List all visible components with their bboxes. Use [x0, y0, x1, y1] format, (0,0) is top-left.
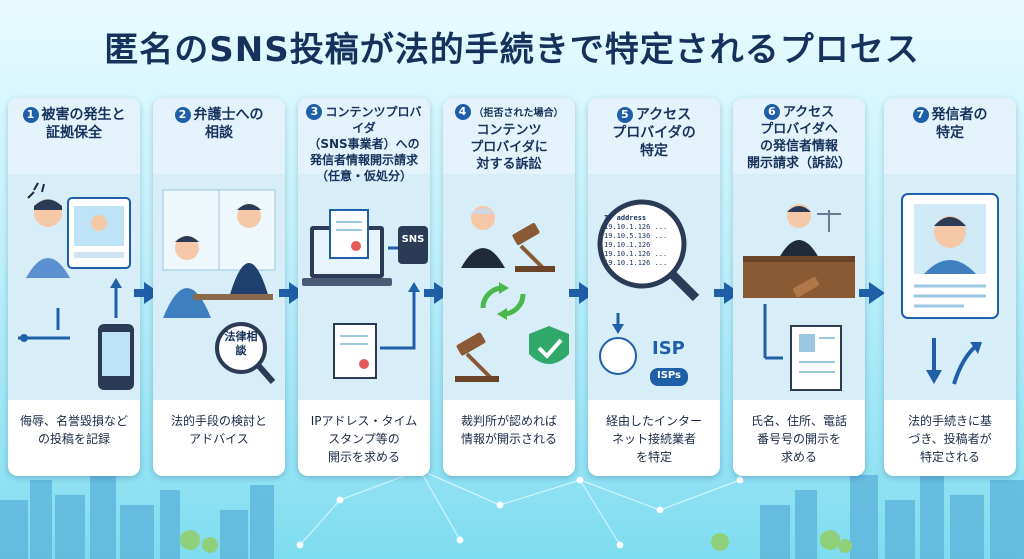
- step-description: 氏名、住所、電話 番号号の開示を 求める: [750, 414, 847, 464]
- lawyer-consultation-illustration: [162, 189, 276, 384]
- identified-person-profile-illustration: [901, 193, 999, 385]
- step-number: 4: [454, 104, 471, 120]
- court-lawsuit-illustration: [455, 206, 569, 382]
- judge-bench-documents-illustration: [743, 204, 855, 391]
- step-description: 法的手段の検討と アドバイス: [170, 414, 267, 446]
- step-number: 1: [22, 107, 39, 123]
- step-description: 法的手続きに基 づき、投稿者が 特定される: [907, 414, 992, 464]
- step-description: 経由したインター ネット接続業者 を特定: [605, 414, 702, 464]
- distressed-user-phone-illustration: [18, 182, 134, 390]
- step-card-4: 4（拒否された場合） コンテンツ プロバイダに 対する訴訟 裁判所が認めれば 情…: [443, 98, 575, 476]
- step-number: 5: [616, 107, 633, 123]
- ip-address-list: IP address 19.10.1.126 ... 19.10.5.136 .…: [604, 214, 668, 267]
- sns-label: SNS: [401, 234, 425, 245]
- flow-arrow-icon: [859, 282, 885, 304]
- ip-magnifier-illustration: [597, 199, 700, 386]
- step-number: 7: [912, 107, 929, 123]
- magnifier-label: 法律相談: [224, 330, 258, 357]
- step-description: 裁判所が認めれば 情報が開示される: [460, 414, 557, 446]
- step-number: 6: [763, 104, 780, 120]
- step-description: 侮辱、名誉毀損など の投稿を記録: [19, 414, 128, 446]
- laptop-request-illustration: [302, 209, 428, 379]
- page-title: 匿名のSNS投稿が法的手続きで特定されるプロセス: [104, 30, 920, 70]
- step-description: IPアドレス・タイム スタンプ等の 開示を求める: [310, 414, 418, 464]
- isps-label: ISPs: [656, 370, 682, 381]
- step-number: 2: [174, 107, 191, 123]
- step-title: 4（拒否された場合） コンテンツ プロバイダに 対する訴訟: [447, 104, 571, 173]
- isp-label: ISP: [652, 338, 685, 359]
- step-number: 3: [306, 104, 323, 120]
